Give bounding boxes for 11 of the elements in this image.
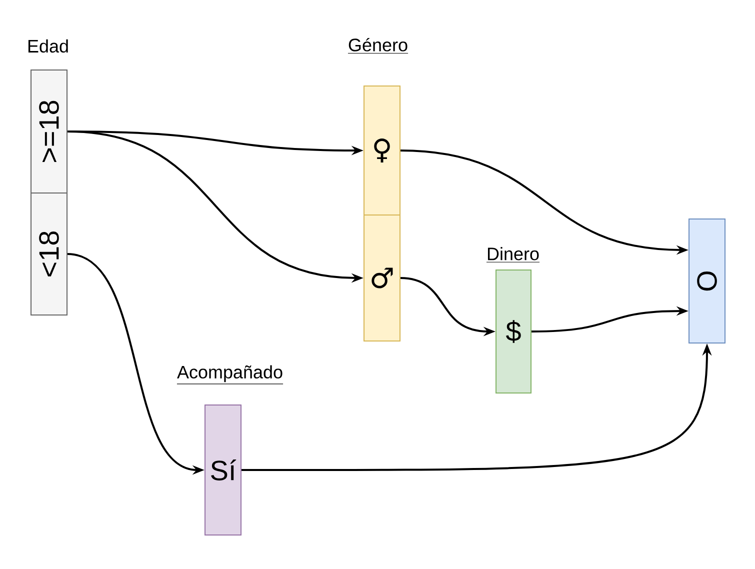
column-heading: Dinero	[486, 247, 540, 262]
table-cell: >=18	[30, 70, 68, 194]
table-cell: Sí	[204, 404, 242, 536]
column-heading: Género	[348, 38, 408, 54]
table-cell: O	[688, 218, 726, 344]
table-cell: <18	[30, 192, 68, 316]
table-cell: $	[496, 270, 532, 394]
column-heading: Edad	[28, 39, 68, 53]
column-heading: Acompañado	[176, 365, 284, 384]
table-cell: ♂	[364, 214, 400, 342]
table-cell: ♀	[364, 86, 400, 216]
